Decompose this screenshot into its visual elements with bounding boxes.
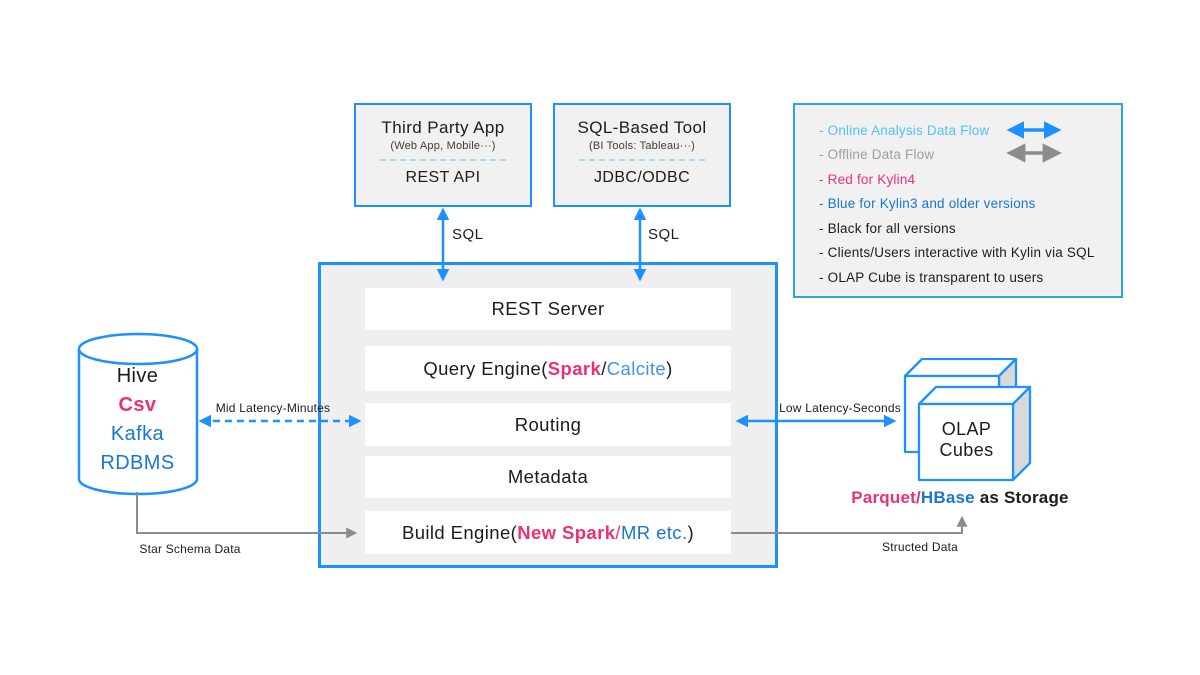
third-party-app-title: Third Party App [381, 118, 505, 137]
third-party-app-box: Third Party App (Web App, Mobile···) RES… [354, 103, 532, 207]
legend-item-black-all: - Black for all versions [819, 221, 956, 236]
datasource-kafka-label: Kafka [110, 423, 165, 445]
storage-label: Parquet/HBase as Storage [851, 488, 1069, 507]
sql-based-tool-title: SQL-Based Tool [577, 118, 707, 137]
metadata-label: Metadata [507, 466, 589, 487]
datasource-rdbms-label: RDBMS [100, 452, 175, 474]
legend-item-offline-flow: - Offline Data Flow [819, 147, 935, 162]
sql-based-tool-box: SQL-Based Tool (BI Tools: Tableau···) JD… [553, 103, 731, 207]
star-schema-data-label: Star Schema Data [139, 542, 241, 556]
olap-cubes-icon [903, 358, 1032, 482]
legend-item-olap-transparent: - OLAP Cube is transparent to users [819, 270, 1044, 285]
query-engine-row: Query Engine(Spark/Calcite) [365, 346, 731, 391]
dashed-divider [380, 159, 506, 161]
jdbc-odbc-label: JDBC/ODBC [593, 169, 691, 186]
datasource-hive-label: Hive [116, 365, 159, 387]
metadata-row: Metadata [365, 456, 731, 498]
legend-box: - Online Analysis Data Flow - Offline Da… [793, 103, 1123, 298]
sql-based-tool-subtitle: (BI Tools: Tableau···) [588, 140, 696, 152]
rest-server-row: REST Server [365, 288, 731, 330]
sql-label-right: SQL [648, 226, 680, 243]
legend-item-blue-kylin3: - Blue for Kylin3 and older versions [819, 196, 1036, 211]
rest-server-label: REST Server [491, 298, 605, 319]
legend-item-red-kylin4: - Red for Kylin4 [819, 172, 916, 187]
legend-item-online-flow: - Online Analysis Data Flow [819, 123, 990, 138]
datasource-csv-label: Csv [118, 394, 157, 416]
routing-label: Routing [514, 413, 582, 435]
low-latency-label: Low Latency-Seconds [779, 401, 901, 415]
sql-label-left: SQL [452, 226, 484, 243]
third-party-app-subtitle: (Web App, Mobile···) [390, 140, 496, 152]
routing-row: Routing [365, 403, 731, 446]
build-engine-row: Build Engine(New Spark/MR etc.) [365, 511, 731, 554]
mid-latency-label: Mid Latency-Minutes [215, 401, 331, 415]
rest-api-label: REST API [405, 169, 481, 186]
build-engine-label: Build Engine(New Spark/MR etc.) [401, 521, 695, 543]
dashed-divider [579, 159, 705, 161]
query-engine-label: Query Engine(Spark/Calcite) [423, 357, 673, 379]
legend-item-clients-sql: - Clients/Users interactive with Kylin v… [819, 245, 1095, 260]
structed-data-label: Structed Data [882, 540, 958, 554]
